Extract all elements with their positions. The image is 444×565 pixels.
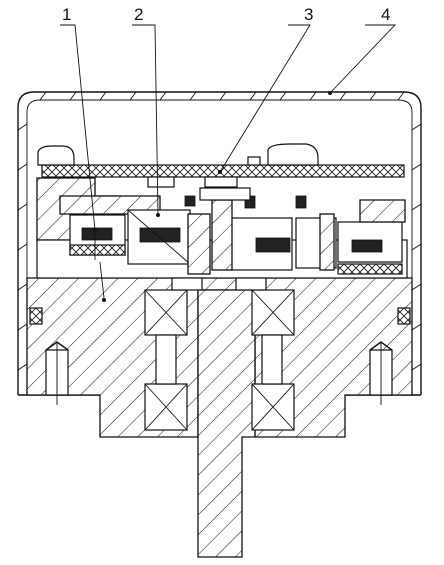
callout-leaders (60, 24, 397, 302)
callout-label-4: 4 (381, 5, 390, 24)
callout-label-1: 1 (62, 5, 71, 24)
gear-train-assembly (36, 177, 408, 291)
output-shaft (144, 289, 295, 558)
callout-label-3: 3 (304, 5, 313, 24)
circuit-board (37, 143, 405, 201)
callout-label-2: 2 (134, 5, 143, 24)
